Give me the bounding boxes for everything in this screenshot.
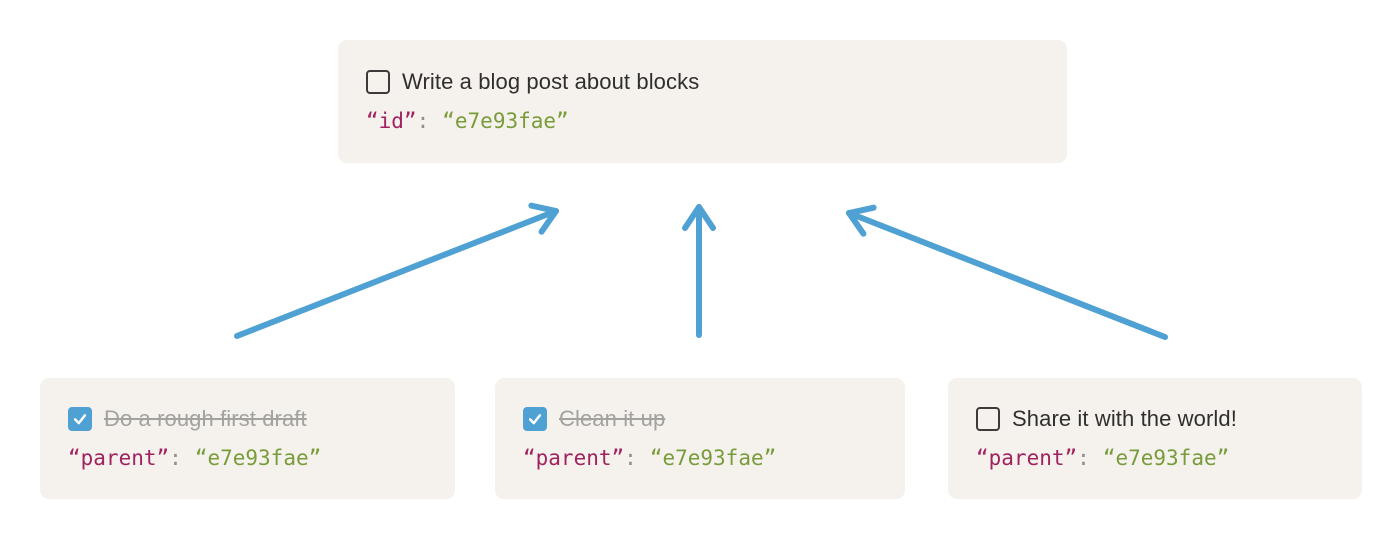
child-block-card: Clean it up “parent”: “e7e93fae” bbox=[495, 378, 905, 499]
todo-row: Clean it up bbox=[523, 406, 877, 432]
code-value: “e7e93fae” bbox=[194, 445, 322, 470]
todo-title: Write a blog post about blocks bbox=[402, 69, 700, 95]
todo-checkbox[interactable] bbox=[523, 407, 547, 432]
code-value: “e7e93fae” bbox=[1102, 445, 1230, 470]
arrow-right-child-to-parent bbox=[846, 204, 1168, 340]
code-colon: : bbox=[1077, 445, 1090, 470]
todo-row: Share it with the world! bbox=[976, 406, 1334, 432]
block-parent-code: “parent”: “e7e93fae” bbox=[68, 446, 427, 471]
todo-title: Do a rough first draft bbox=[104, 406, 307, 432]
arrow-left-child-to-parent bbox=[234, 202, 559, 339]
child-block-card: Do a rough first draft “parent”: “e7e93fa… bbox=[40, 378, 455, 499]
checkmark-icon bbox=[528, 414, 542, 425]
child-block-card: Share it with the world! “parent”: “e7e93… bbox=[948, 378, 1362, 499]
todo-checkbox[interactable] bbox=[366, 70, 390, 95]
code-colon: : bbox=[624, 445, 637, 470]
code-value: “e7e93fae” bbox=[442, 108, 569, 133]
todo-row: Write a blog post about blocks bbox=[366, 69, 1039, 95]
todo-checkbox[interactable] bbox=[976, 407, 1000, 432]
block-parent-code: “parent”: “e7e93fae” bbox=[523, 446, 877, 471]
code-value: “e7e93fae” bbox=[649, 445, 777, 470]
checkmark-icon bbox=[73, 414, 87, 425]
code-colon: : bbox=[169, 445, 182, 470]
block-parent-code: “parent”: “e7e93fae” bbox=[976, 446, 1334, 471]
parent-block-card: Write a blog post about blocks “id”: “e7e… bbox=[338, 40, 1067, 163]
todo-row: Do a rough first draft bbox=[68, 406, 427, 432]
code-key: “parent” bbox=[976, 445, 1078, 470]
block-id-code: “id”: “e7e93fae” bbox=[366, 109, 1039, 134]
code-key: “parent” bbox=[68, 445, 170, 470]
code-key: “parent” bbox=[523, 445, 625, 470]
todo-checkbox[interactable] bbox=[68, 407, 92, 432]
code-colon: : bbox=[416, 108, 430, 133]
todo-title: Share it with the world! bbox=[1012, 406, 1237, 432]
todo-title: Clean it up bbox=[559, 406, 666, 432]
code-key: “id” bbox=[366, 108, 417, 133]
